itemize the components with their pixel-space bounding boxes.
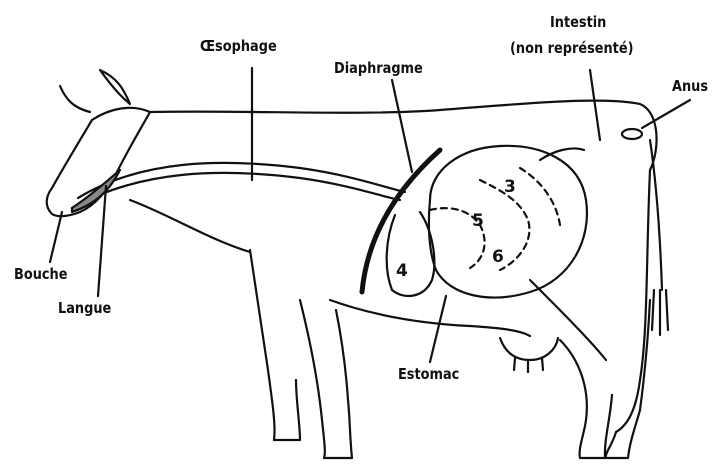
stomach-outline: [429, 146, 587, 298]
label-intestin: Intestin: [550, 14, 606, 31]
leader-langue: [98, 186, 106, 296]
front-leg-2-outline: [300, 300, 352, 458]
belly-outline: [330, 300, 530, 336]
label-bouche: Bouche: [14, 266, 67, 283]
tail-tuft: [652, 290, 668, 335]
compartment-5-label: 5: [472, 211, 484, 231]
udder-teats: [514, 358, 543, 372]
oesophagus-tube-inner: [78, 163, 405, 198]
leader-diaphragme: [392, 80, 412, 172]
horn-outline: [100, 70, 130, 104]
ear-outline: [60, 86, 90, 112]
reticulum-outline: [387, 212, 435, 296]
udder-outline: [500, 338, 558, 360]
tongue: [72, 170, 120, 212]
anus-marker: [622, 129, 642, 139]
label-estomac: Estomac: [398, 366, 459, 383]
compartment-4-label: 4: [396, 261, 408, 281]
tail-outline: [650, 140, 662, 290]
head-outline: [47, 108, 150, 216]
label-intestin-note: (non représenté): [510, 40, 634, 57]
leader-anus: [642, 100, 690, 128]
label-langue: Langue: [58, 300, 111, 317]
front-leg-outline: [250, 250, 300, 440]
chest-outline: [130, 200, 250, 252]
leader-bouche: [50, 212, 62, 262]
leader-estomac: [430, 296, 446, 362]
label-anus: Anus: [672, 78, 708, 95]
label-oesophage: Œsophage: [200, 38, 277, 55]
intestine-start: [540, 148, 584, 160]
leader-intestin: [590, 70, 600, 140]
compartment-6-label: 6: [492, 247, 504, 267]
compartment-3-label: 3: [504, 177, 516, 197]
label-diaphragme: Diaphragme: [334, 60, 423, 77]
